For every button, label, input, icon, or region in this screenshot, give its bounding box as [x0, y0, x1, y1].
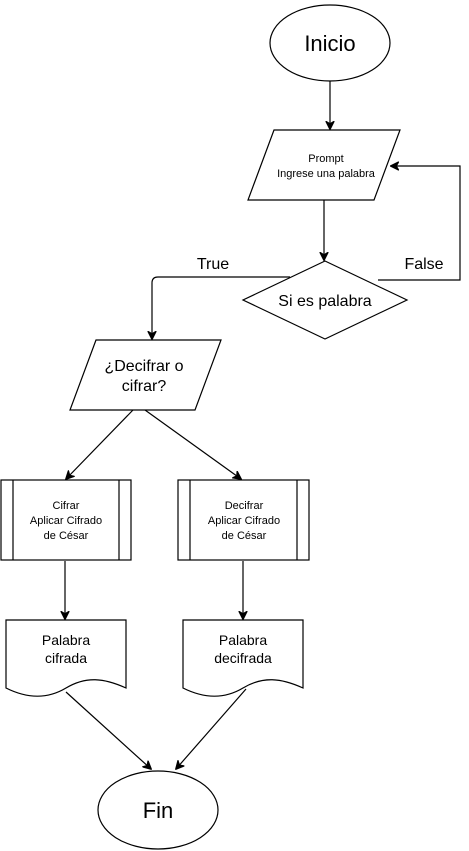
doc-decrypted-line2: decifrada: [214, 650, 272, 666]
edge-label-true: True: [197, 256, 229, 273]
doc-encrypted-line1: Palabra: [42, 632, 90, 648]
start-node: Inicio: [269, 4, 391, 82]
doc-encrypted-line2: cifrada: [45, 650, 87, 666]
end-label: Fin: [143, 798, 174, 823]
edge-label-false: False: [404, 256, 443, 273]
edge-true-branch: [152, 276, 290, 339]
process-decrypt-node: Decifrar Aplicar Cifrado de César: [177, 479, 310, 561]
doc-decrypted-line1: Palabra: [219, 632, 267, 648]
doc-encrypted-node: Palabra cifrada: [5, 619, 127, 697]
start-label: Inicio: [304, 31, 355, 56]
decision-word-node: Si es palabra: [241, 260, 409, 340]
edge-action-to-encrypt: [66, 409, 134, 479]
process-encrypt-line1: Cifrar: [53, 500, 80, 512]
process-encrypt-line2: Aplicar Cifrado: [30, 515, 102, 527]
prompt-node: Prompt Ingrese una palabra: [247, 129, 401, 201]
prompt-label-line2: Ingrese una palabra: [277, 168, 376, 180]
end-node: Fin: [97, 770, 219, 850]
edge-decrypted-to-end: [176, 688, 247, 769]
edge-encrypted-to-end: [65, 691, 151, 769]
edge-false-loop: [378, 166, 461, 281]
process-encrypt-line3: de César: [44, 530, 89, 542]
process-decrypt-line3: de César: [222, 530, 267, 542]
decision-action-label-line2: cifrar?: [122, 378, 167, 395]
decision-word-label: Si es palabra: [278, 293, 371, 310]
prompt-label-line1: Prompt: [308, 153, 343, 165]
process-decrypt-line2: Aplicar Cifrado: [208, 515, 280, 527]
process-encrypt-node: Cifrar Aplicar Cifrado de César: [0, 479, 132, 561]
doc-decrypted-node: Palabra decifrada: [182, 619, 304, 697]
decision-action-node: ¿Decifrar o cifrar?: [69, 339, 222, 411]
edge-action-to-decrypt: [144, 409, 241, 479]
process-decrypt-line1: Decifrar: [225, 500, 264, 512]
decision-action-label-line1: ¿Decifrar o: [104, 358, 183, 375]
